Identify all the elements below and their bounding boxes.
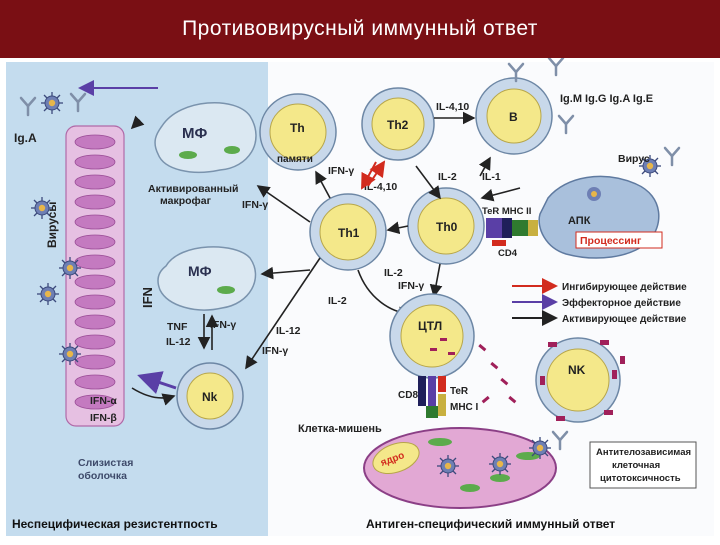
target-cell: ядро [363, 427, 557, 509]
adcc-line3: цитотоксичность [600, 473, 681, 484]
mucosa-caption-line2: оболочка [78, 470, 127, 482]
adcc-box [589, 441, 697, 489]
ctl-target-receptors [418, 376, 446, 418]
macrophage: МФ [157, 246, 257, 311]
il-4-10-top-label: IL-4,10 [436, 101, 469, 113]
arrow [429, 263, 443, 298]
il-12-label: IL-12 [276, 325, 301, 337]
legend-effector: Эффекторное действие [562, 297, 681, 309]
macrophage-label: МФ [188, 263, 212, 279]
il12-label: IL-12 [166, 336, 191, 348]
arrow [480, 187, 521, 202]
th1-label: Th1 [338, 226, 360, 240]
virus-icon [40, 91, 64, 115]
viruses-label: Вирусы [45, 201, 59, 248]
immunoglobulins-label: Ig.M Ig.G Ig.A Ig.E [560, 93, 653, 105]
mhc1-label: МНС I [450, 402, 479, 413]
nk-cell-right: NK [535, 337, 625, 423]
th0-cell: Th0 [407, 187, 485, 265]
th-memory-label1: Th [290, 121, 305, 135]
ifn-alpha-label: IFN-α [90, 395, 117, 407]
b-cell: B [475, 77, 553, 155]
cd8-label: CD8 [398, 390, 418, 401]
th1-cell: Th1 [309, 193, 387, 271]
macrophage-caption-line2: макрофаг [160, 195, 212, 207]
virus-icon [436, 454, 460, 478]
virus-icon [528, 436, 552, 460]
target-cell-label: Клетка-мишень [298, 423, 382, 435]
th-memory-cell: Th памяти [259, 93, 337, 171]
page-title: Противовирусный иммунный ответ [182, 17, 538, 40]
tnf-label: TNF [167, 321, 188, 333]
il-2-ctl-label: IL-2 [384, 267, 403, 279]
adcc-line1: Антителозависимая [596, 447, 691, 458]
virus-icon [58, 342, 82, 366]
il-2-low-label: IL-2 [328, 295, 347, 307]
immune-response-diagram: Ig.A Вирусы IFN МФ Активированный макроф… [6, 56, 714, 536]
th2-cell: Th2 [361, 87, 435, 161]
macrophage-label: МФ [182, 125, 207, 142]
b-label: B [509, 110, 518, 124]
arrow [130, 115, 145, 130]
virus-icon [58, 256, 82, 280]
arrow [256, 185, 311, 223]
title-bar [0, 0, 720, 58]
th-memory-label2: памяти [277, 154, 313, 165]
macrophage-caption-line1: Активированный [148, 183, 238, 195]
ifn-gamma-nk-label: IFN-γ [262, 345, 288, 357]
legend-activate: Активирующее действие [562, 314, 687, 325]
specific-footer: Антиген-специфический иммунный ответ [366, 517, 615, 531]
arrow [315, 170, 331, 199]
tcr-mhc2-complex [486, 218, 538, 246]
slide-content: Ig.A Вирусы IFN МФ Активированный макроф… [0, 56, 720, 540]
ifn-beta-label: IFN-β [90, 412, 117, 424]
arrow [131, 387, 176, 406]
cd4-label: CD4 [498, 248, 518, 259]
iga-label: Ig.A [14, 131, 37, 145]
processing-label: Процессинг [580, 235, 642, 247]
apc-cell: АПК Процессинг [538, 175, 663, 259]
virus-icon [488, 452, 512, 476]
nk-label: NK [568, 363, 586, 377]
virus-label: Вирус [618, 153, 650, 165]
adcc-line2: клеточная [612, 460, 660, 471]
ter-mhc-label: TeR МНС II [482, 206, 531, 217]
nk-label: Nk [202, 390, 218, 404]
arrow [260, 266, 311, 280]
ifn-gamma-mf-label: IFN-γ [242, 199, 268, 211]
ifn-vertical-label: IFN [140, 287, 155, 308]
nk-cell-left: Nk [176, 362, 244, 430]
inhibit-arrow [361, 161, 377, 190]
nonspecific-footer: Неспецифическая резистентпость [12, 517, 218, 531]
il-1-label: IL-1 [482, 171, 501, 183]
apc-label: АПК [568, 215, 591, 227]
mucosa-caption-line1: Слизистая [78, 457, 133, 469]
activated-macrophage: МФ [154, 101, 257, 173]
legend-inhibit: Ингибирующее действие [562, 281, 687, 293]
ctl-label: ЦТЛ [418, 319, 442, 333]
arrow [386, 221, 409, 235]
ifn-gamma-ctl-label: IFN-γ [398, 280, 424, 292]
arrow [245, 257, 321, 370]
virus-icon [36, 282, 60, 306]
il-2-th-label: IL-2 [438, 171, 457, 183]
th2-label: Th2 [387, 118, 409, 132]
arrow [415, 165, 441, 200]
granules [478, 343, 517, 404]
th0-label: Th0 [436, 220, 458, 234]
ter-label: TeR [450, 386, 469, 397]
mucosa-epithelium [65, 125, 125, 427]
arrow [137, 371, 177, 395]
ifn-gamma-th-label: IFN-γ [328, 165, 354, 177]
ifn-gamma-label: IFN-γ [210, 319, 236, 331]
arrow [478, 156, 491, 177]
ctl-cell: ЦТЛ [389, 293, 475, 379]
legend: Ингибирующее действие Эффекторное действ… [512, 278, 687, 326]
